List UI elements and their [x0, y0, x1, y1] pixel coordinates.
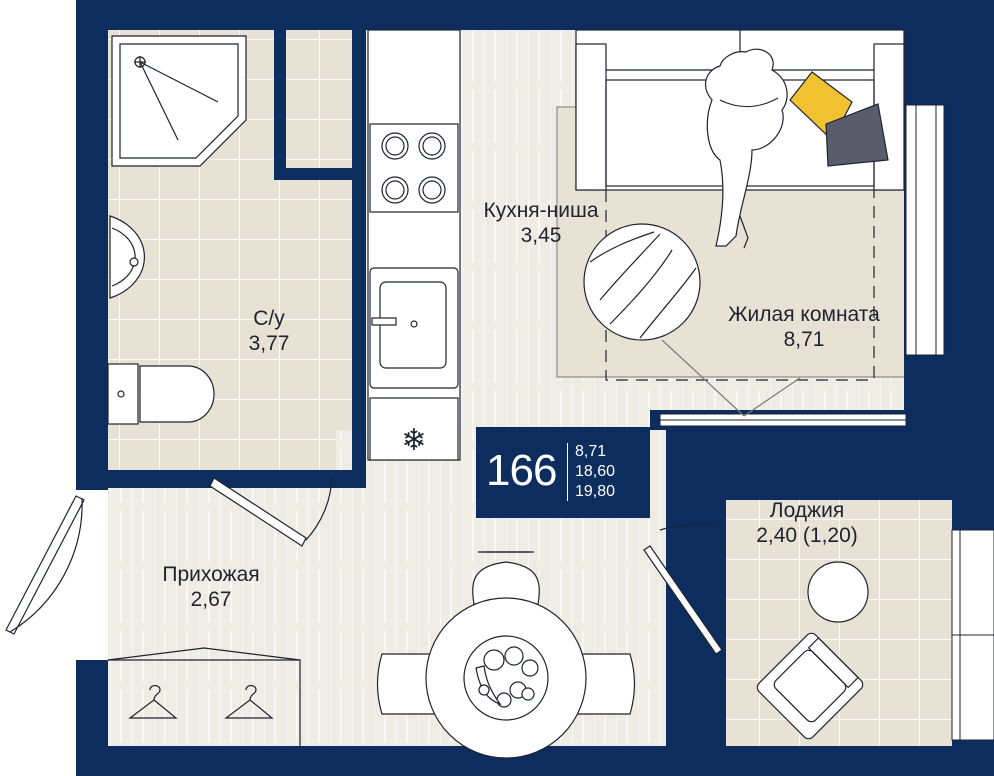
- shower-tray: [111, 35, 247, 167]
- hallway-area: 2,67: [190, 588, 232, 611]
- toilet-bowl: [139, 365, 215, 423]
- fruit-plate: [463, 635, 549, 721]
- hallway-name: Прихожая: [162, 563, 260, 586]
- chair-top: [472, 561, 540, 605]
- windows: [659, 104, 994, 741]
- bathroom-fixtures: [107, 35, 247, 425]
- cushion-gray: [825, 103, 889, 167]
- coffee-table: [583, 223, 701, 341]
- dining-set: [376, 551, 636, 759]
- wardrobe: [107, 647, 301, 746]
- side-table: [807, 561, 869, 623]
- loggia-label: Лоджия 2,40 (1,20): [736, 498, 878, 548]
- hanger-icon: [128, 684, 178, 719]
- loggia-name: Лоджия: [769, 499, 845, 522]
- total-area-value: 19,80: [575, 483, 616, 500]
- doors: [5, 477, 723, 655]
- bathroom-area: 3,77: [248, 332, 290, 355]
- hanger-icon: [224, 684, 274, 719]
- living-name: Жилая комната: [728, 303, 880, 326]
- apartment-info-box: 166 8,71 18,60 19,80: [476, 427, 650, 518]
- loggia-furniture: [756, 561, 869, 740]
- total-area-no-loggia-value: 18,60: [575, 463, 616, 480]
- chair-left: [376, 653, 441, 715]
- dashed-rug-border: [605, 190, 875, 381]
- apartment-divider: [567, 443, 568, 501]
- cooktop: [369, 123, 459, 213]
- kitchen-name: Кухня-ниша: [483, 199, 599, 222]
- loggia-area: 2,40 (1,20): [756, 524, 858, 547]
- apartment-number: 166: [486, 446, 557, 495]
- apartment-areas: 8,71 18,60 19,80: [575, 442, 615, 502]
- bathroom-label: С/у 3,77: [214, 306, 324, 356]
- living-furniture: [575, 29, 905, 417]
- bathroom-name: С/у: [253, 307, 285, 330]
- chair-right: [569, 653, 636, 715]
- kitchen-label: Кухня-ниша 3,45: [446, 198, 636, 248]
- fridge: [369, 397, 459, 461]
- person-figure: [704, 48, 788, 247]
- kitchen-fixtures: ❄: [367, 29, 461, 461]
- snowflake-icon: ❄: [401, 424, 426, 457]
- sink: [109, 215, 146, 299]
- living-area: 8,71: [783, 328, 825, 351]
- kitchen-area: 3,45: [520, 224, 562, 247]
- hallway-label: Прихожая 2,67: [136, 562, 286, 612]
- toilet-tank: [107, 363, 139, 425]
- living-area-value: 8,71: [575, 443, 607, 460]
- entrance-door: [5, 495, 85, 635]
- loggia-door: [643, 545, 723, 655]
- living-label: Жилая комната 8,71: [700, 302, 908, 352]
